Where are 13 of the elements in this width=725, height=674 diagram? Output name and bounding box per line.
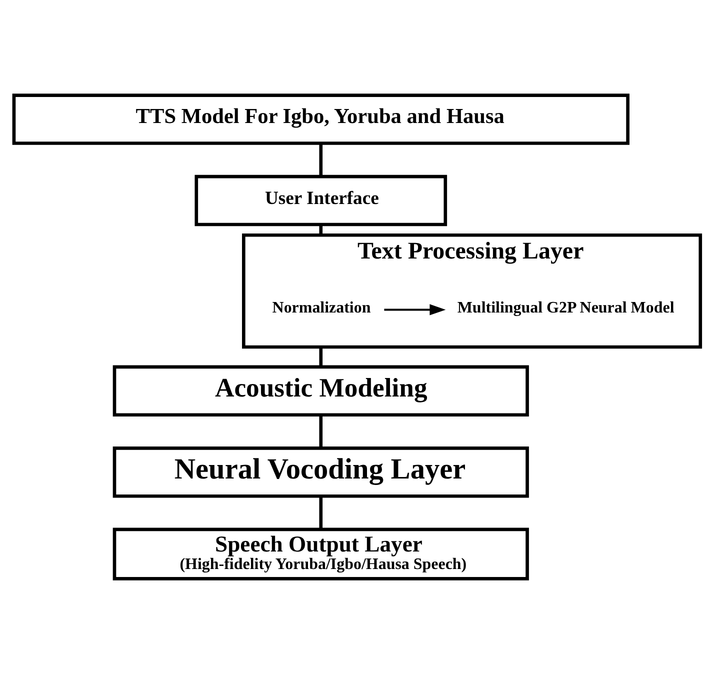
- node-box: TTS Model For Igbo, Yoruba and Hausa: [12, 94, 630, 145]
- connector: [319, 415, 323, 448]
- node-box: Neural Vocoding Layer: [112, 446, 529, 498]
- node-text: Multilingual G2P Neural Model: [457, 300, 674, 316]
- connector: [319, 346, 323, 367]
- connector: [319, 143, 323, 176]
- connector: [319, 224, 323, 236]
- arrow: [384, 304, 446, 316]
- node-box: Speech Output Layer (High-fidelity Yoruba/Igbo/Hausa Speech): [112, 528, 529, 580]
- node-box: Acoustic Modeling: [112, 365, 529, 417]
- node-text: Normalization: [272, 300, 371, 316]
- connector: [319, 496, 323, 530]
- node-box: User Interface: [194, 174, 448, 226]
